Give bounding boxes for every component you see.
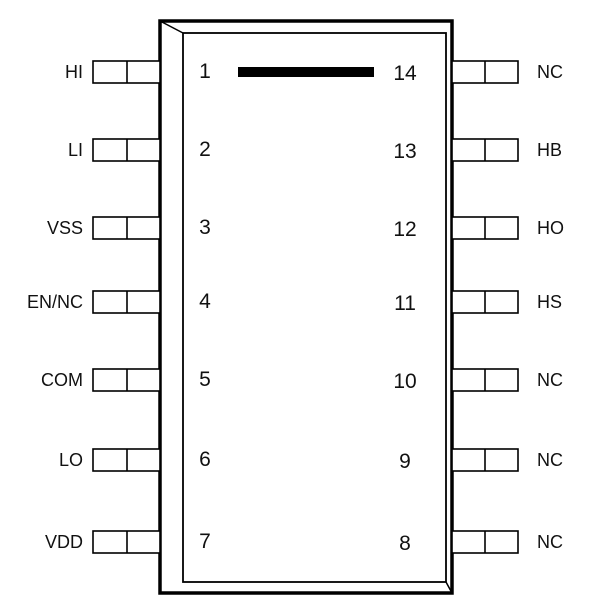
pin-name-label: HB [537,140,562,160]
package-inner-outline [182,32,447,583]
pin-number: 14 [393,62,417,85]
pin-name-label: HS [537,292,562,312]
pin-name-label: NC [537,62,563,82]
pin-number: 10 [393,370,416,393]
pin-number: 8 [399,532,411,555]
pin-name-label: NC [537,370,563,390]
pin-number: 11 [394,292,416,315]
pin-name-label: NC [537,450,563,470]
pin-number: 7 [199,530,211,553]
pin-name-label: NC [537,532,563,552]
pin-number: 2 [199,138,211,161]
pin1-indicator-bar [238,67,374,77]
pin-number: 9 [399,450,411,473]
pin-name-label: LO [59,450,83,470]
pin-number: 12 [393,218,416,241]
pin-number: 13 [393,140,416,163]
pin-name-label: COM [41,370,83,390]
pin-number: 5 [199,368,211,391]
pin-name-label: VDD [45,532,83,552]
package-body [158,19,454,595]
pin-number: 4 [199,290,211,313]
pin-number: 1 [199,60,211,83]
package-outline [158,19,454,595]
pin-number: 3 [199,216,211,239]
pin-name-label: LI [68,140,83,160]
pin-name-label: VSS [47,218,83,238]
pin-name-label: EN/NC [27,292,83,312]
pin-name-label: HO [537,218,564,238]
pin-number: 6 [199,448,211,471]
bevel-top-left [159,20,184,34]
bevel-bottom-right [445,581,453,594]
pin-name-label: HI [65,62,83,82]
